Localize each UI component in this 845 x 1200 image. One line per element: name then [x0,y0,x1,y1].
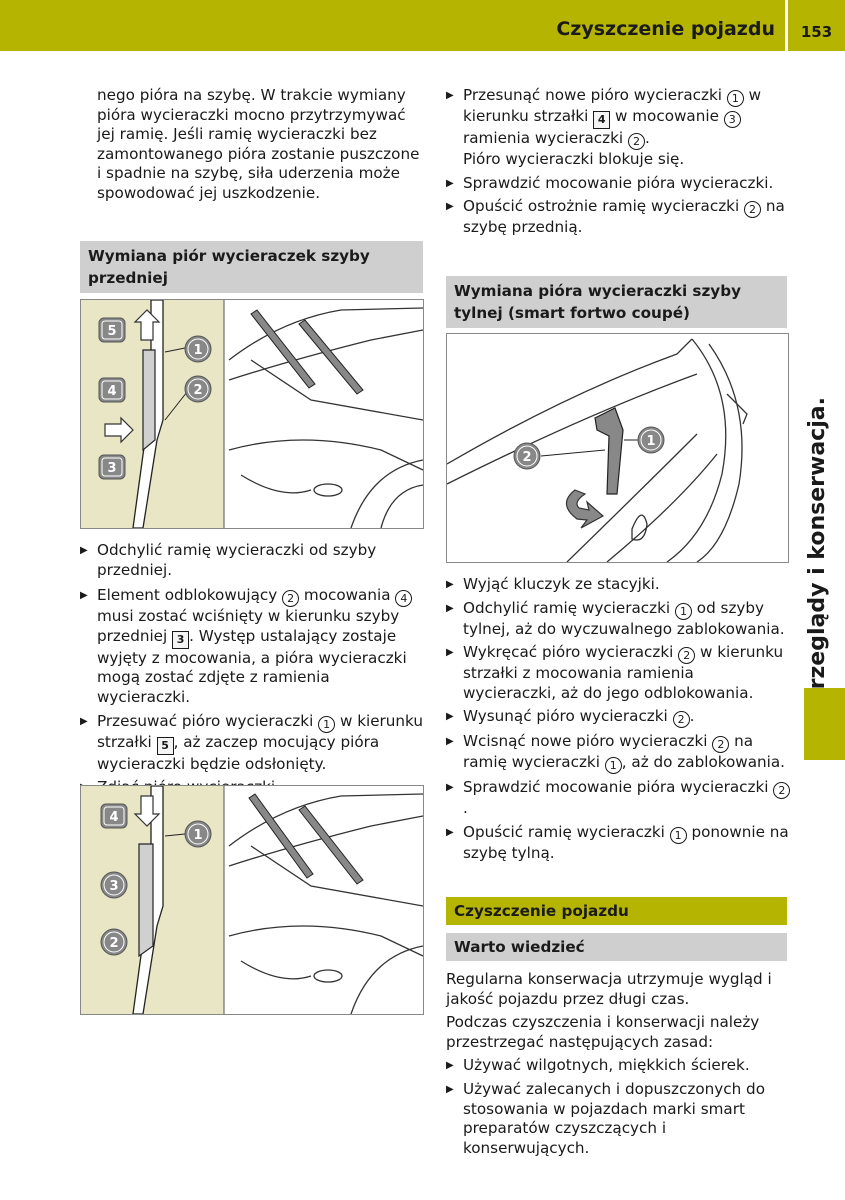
right-top-steps: Przesunąć nowe pióro wycieraczki 1 w kie… [446,86,791,242]
ref-box-4: 4 [593,111,611,129]
label-5: 5 [107,324,116,339]
page-number: 153 [800,23,833,41]
section-heading: Wymiana piór wycieraczek szyby przedniej [80,241,423,293]
ref-circle-2: 2 [744,201,762,219]
ref-circle-2: 2 [773,782,791,800]
label-4: 4 [109,810,118,825]
label-2: 2 [109,936,118,951]
chapter-tab-marker [804,688,845,760]
section-front-wipers: Wymiana piór wycieraczek szyby przedniej [80,241,423,293]
right-rear-steps: Wyjąć kluczyk ze stacyjki. Odchylić rami… [446,575,791,868]
label-2: 2 [522,450,531,465]
ref-box-5: 5 [156,736,174,755]
left-intro: nego pióra na szybę. W trakcie wymiany p… [97,86,423,208]
step-item: Opuścić ostrożnie ramię wycieraczki 2 na… [446,197,791,238]
step-item: Sprawdzić mocowanie pióra wycieraczki. [446,174,791,194]
subsection-heading: Warto wiedzieć [446,933,787,961]
step-item: Przesuwać pióro wycieraczki 1 w kierunku… [80,712,423,775]
step-item: Wykręcać pióro wycieraczki 2 w kierunku … [446,643,791,703]
ref-circle-2: 2 [282,590,300,608]
list-item: Używać wilgotnych, miękkich ścierek. [446,1056,791,1076]
section-vehicle-cleaning: Czyszczenie pojazdu [446,897,787,925]
section-heading: Wymiana pióra wycieraczki szyby tylnej (… [446,276,787,328]
label-3: 3 [107,461,116,476]
right-info-text: Regularna konserwacja utrzymuje wygląd i… [446,970,791,1162]
step-item: Opuścić ramię wycieraczki 1 ponownie na … [446,823,791,864]
step-item: Element odblokowujący 2 mocowania 4 musi… [80,586,423,707]
label-1: 1 [193,828,202,843]
ref-circle-4: 4 [395,590,413,608]
step-item: Odchylić ramię wycieraczki od szyby prze… [80,541,423,580]
step-item: Wysunąć pióro wycieraczki 2. [446,707,791,729]
ref-circle-2: 2 [712,736,730,754]
info-paragraph: Regularna konserwacja utrzymuje wygląd i… [446,970,772,1008]
figure-front-wiper-removal: 5 4 3 1 2 [80,299,424,529]
section-rear-wiper: Wymiana pióra wycieraczki szyby tylnej (… [446,276,787,328]
list-item: Używać zalecanych i dopuszczonych do sto… [446,1080,791,1158]
step-item: Sprawdzić mocowanie pióra wycieraczki 2. [446,778,791,819]
ref-circle-3: 3 [723,111,741,128]
ref-circle-2: 2 [678,647,696,665]
label-2: 2 [193,383,202,398]
ref-circle-1: 1 [726,90,744,107]
header-bar [0,0,845,51]
header-divider [785,0,788,51]
step-item: Odchylić ramię wycieraczki 1 od szyby ty… [446,599,791,640]
ref-circle-1: 1 [604,757,622,775]
subsection-good-to-know: Warto wiedzieć [446,933,787,961]
ref-circle-1: 1 [318,715,336,733]
label-3: 3 [109,879,118,894]
step-item: Przesunąć nowe pióro wycieraczki 1 w kie… [446,86,791,170]
page-title: Czyszczenie pojazdu [556,18,775,40]
ref-circle-1: 1 [674,602,692,620]
label-1: 1 [646,434,655,449]
intro-paragraph: nego pióra na szybę. W trakcie wymiany p… [97,86,420,202]
step-item: Wcisnąć nowe pióro wycieraczki 2 na rami… [446,732,791,775]
ref-circle-2: 2 [627,133,645,150]
ref-circle-1: 1 [669,826,687,844]
label-4: 4 [107,384,116,399]
section-heading: Czyszczenie pojazdu [446,897,787,925]
ref-box-3: 3 [172,630,190,649]
info-paragraph: Podczas czyszczenia i konserwacji należy… [446,1013,760,1051]
figure-rear-wiper: 1 2 [446,333,789,563]
left-steps: Odchylić ramię wycieraczki od szyby prze… [80,541,423,802]
figure-front-wiper-install: 4 1 3 2 [80,785,424,1015]
step-note: Pióro wycieraczki blokuje się. [463,150,685,168]
ref-circle-2: 2 [672,711,690,729]
step-item: Wyjąć kluczyk ze stacyjki. [446,575,791,595]
label-1: 1 [193,343,202,358]
